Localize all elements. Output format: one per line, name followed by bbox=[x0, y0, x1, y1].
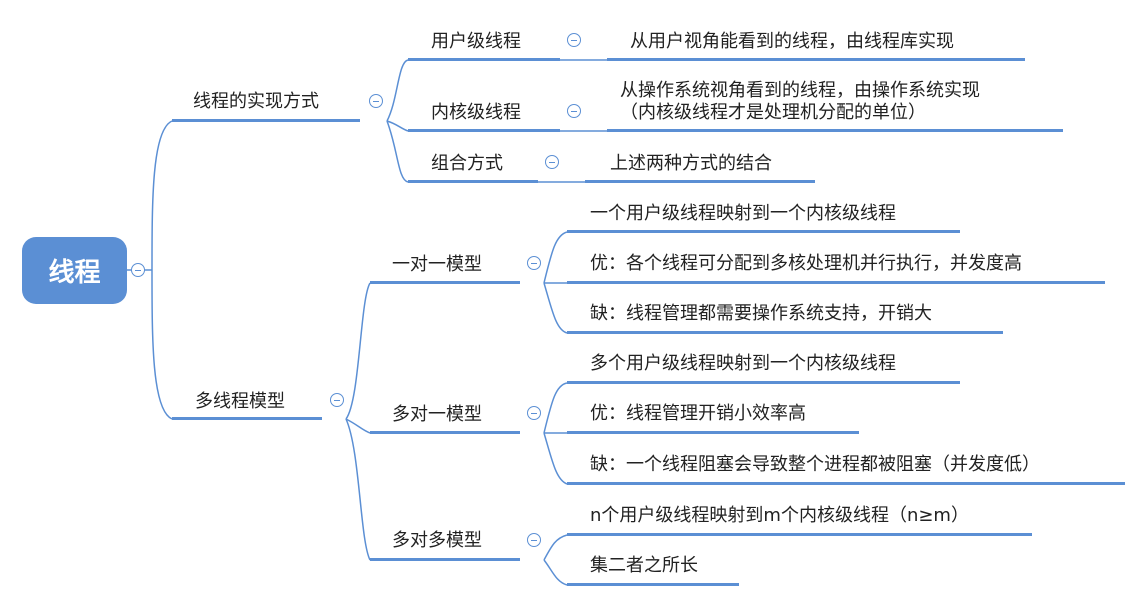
model-label: 一对一模型 bbox=[392, 254, 482, 275]
model-detail: 缺：线程管理都需要操作系统支持，开销大 bbox=[590, 303, 932, 324]
branch-models-label: 多线程模型 bbox=[195, 391, 285, 412]
impl-child-underline bbox=[408, 180, 538, 183]
impl-child-label: 用户级线程 bbox=[431, 31, 521, 52]
model-detail: 优：各个线程可分配到多核处理机并行执行，并发度高 bbox=[590, 253, 1022, 274]
model-detail-underline bbox=[567, 230, 960, 233]
impl-detail-underline bbox=[607, 58, 1025, 61]
model-detail: 优：线程管理开销小效率高 bbox=[590, 403, 806, 424]
model-detail-underline bbox=[567, 431, 859, 434]
model-underline bbox=[370, 558, 520, 561]
impl-detail-underline bbox=[607, 129, 1063, 132]
collapse-user-thread-icon[interactable] bbox=[567, 33, 581, 47]
collapse-root-icon[interactable] bbox=[131, 263, 145, 277]
collapse-models-icon[interactable] bbox=[330, 393, 344, 407]
model-detail: 缺：一个线程阻塞会导致整个进程都被阻塞（并发度低） bbox=[590, 454, 1040, 475]
model-detail: 集二者之所长 bbox=[590, 555, 698, 576]
collapse-kernel-thread-icon[interactable] bbox=[567, 104, 581, 118]
root-node[interactable]: 线程 bbox=[22, 237, 127, 304]
model-detail-underline bbox=[567, 281, 1105, 284]
impl-detail-underline bbox=[585, 180, 815, 183]
impl-child-label: 组合方式 bbox=[431, 153, 503, 174]
collapse-many-to-many-icon[interactable] bbox=[527, 533, 541, 547]
model-underline bbox=[370, 431, 520, 434]
branch-impl-underline bbox=[172, 119, 360, 122]
impl-detail: 上述两种方式的结合 bbox=[610, 153, 772, 174]
model-detail-underline bbox=[567, 533, 1032, 536]
collapse-combined-icon[interactable] bbox=[545, 155, 559, 169]
branch-models-underline bbox=[172, 417, 322, 420]
impl-child-underline bbox=[408, 129, 560, 132]
model-detail: 一个用户级线程映射到一个内核级线程 bbox=[590, 203, 896, 224]
model-detail: 多个用户级线程映射到一个内核级线程 bbox=[590, 353, 896, 374]
impl-detail: 从操作系统视角看到的线程，由操作系统实现 （内核级线程才是处理机分配的单位） bbox=[620, 80, 980, 123]
model-label: 多对多模型 bbox=[392, 530, 482, 551]
impl-child-underline bbox=[408, 58, 560, 61]
model-underline bbox=[370, 281, 520, 284]
branch-impl-label: 线程的实现方式 bbox=[193, 91, 319, 112]
impl-child-label: 内核级线程 bbox=[431, 102, 521, 123]
model-detail-underline bbox=[567, 583, 739, 586]
collapse-one-to-one-icon[interactable] bbox=[527, 256, 541, 270]
model-detail: n个用户级线程映射到m个内核级线程（n≥m） bbox=[590, 505, 969, 526]
root-label: 线程 bbox=[48, 258, 101, 288]
impl-detail: 从用户视角能看到的线程，由线程库实现 bbox=[630, 31, 954, 52]
collapse-impl-icon[interactable] bbox=[369, 94, 383, 108]
model-detail-underline bbox=[567, 331, 1003, 334]
model-detail-underline bbox=[567, 482, 1125, 485]
collapse-many-to-one-icon[interactable] bbox=[527, 406, 541, 420]
model-label: 多对一模型 bbox=[392, 404, 482, 425]
model-detail-underline bbox=[567, 381, 960, 384]
